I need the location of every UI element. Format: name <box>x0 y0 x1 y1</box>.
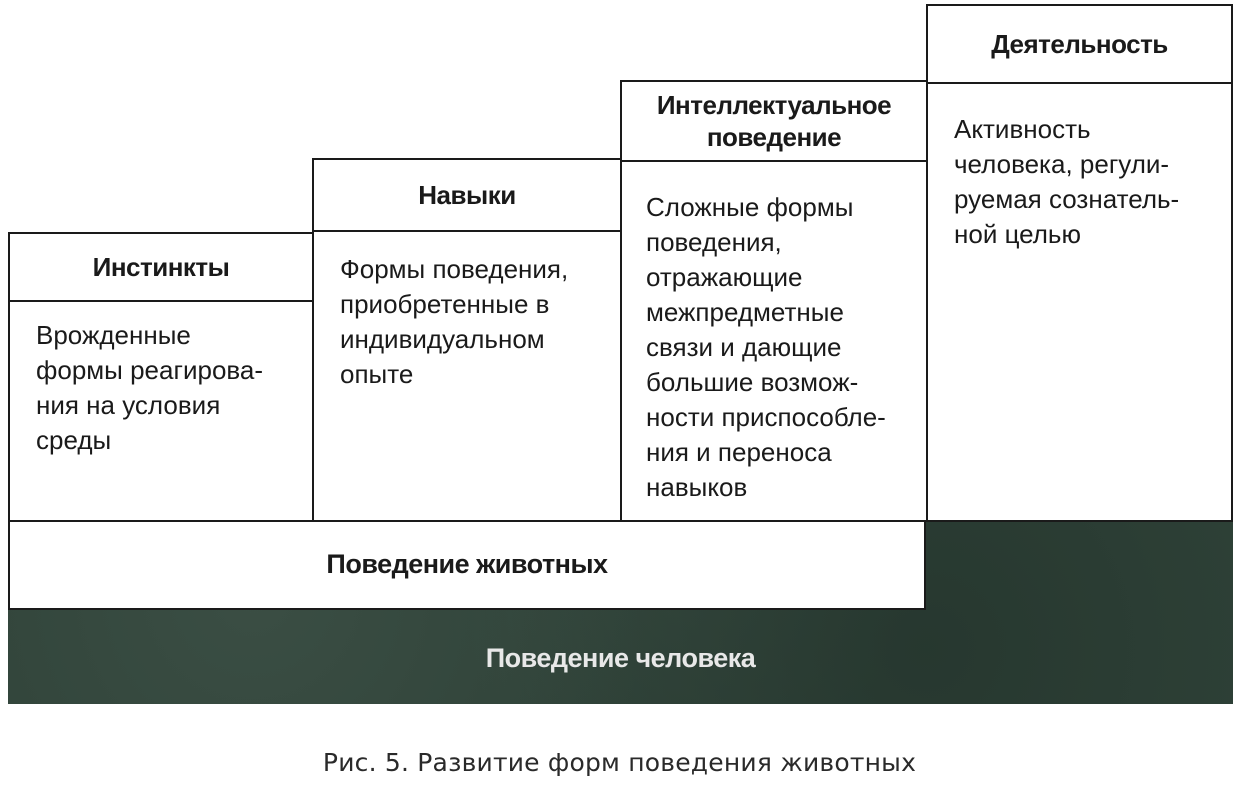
behavior-development-diagram: Поведение человека Поведение животных Ин… <box>8 4 1233 704</box>
skills-description: Формы поведения, приобретенные в индивид… <box>340 254 569 389</box>
human-behavior-label: Поведение человека <box>485 642 756 673</box>
instincts-title: Инстинкты <box>10 234 312 302</box>
figure-caption: Рис. 5. Развитие форм поведения животных <box>322 748 917 777</box>
animal-behavior-band: Поведение животных <box>8 520 926 610</box>
intellectual-behavior-title: Интеллектуальное поведение <box>622 82 926 162</box>
skills-column: Навыки Формы поведения, приобретенные в … <box>312 158 622 522</box>
intellectual-behavior-column: Интеллектуальное поведение Сложные формы… <box>620 80 928 522</box>
skills-title: Навыки <box>314 160 620 232</box>
instincts-description: Врожденные формы реагирова- ния на услов… <box>36 320 264 455</box>
intellectual-behavior-description: Сложные формы поведения, отражающие межп… <box>646 192 886 502</box>
instincts-column: Инстинкты Врожденные формы реагирова- ни… <box>8 232 314 522</box>
activity-column: Деятельность Активность человека, регули… <box>926 4 1233 522</box>
activity-title: Деятельность <box>928 6 1231 84</box>
activity-description: Активность человека, регули- руемая созн… <box>954 114 1180 249</box>
